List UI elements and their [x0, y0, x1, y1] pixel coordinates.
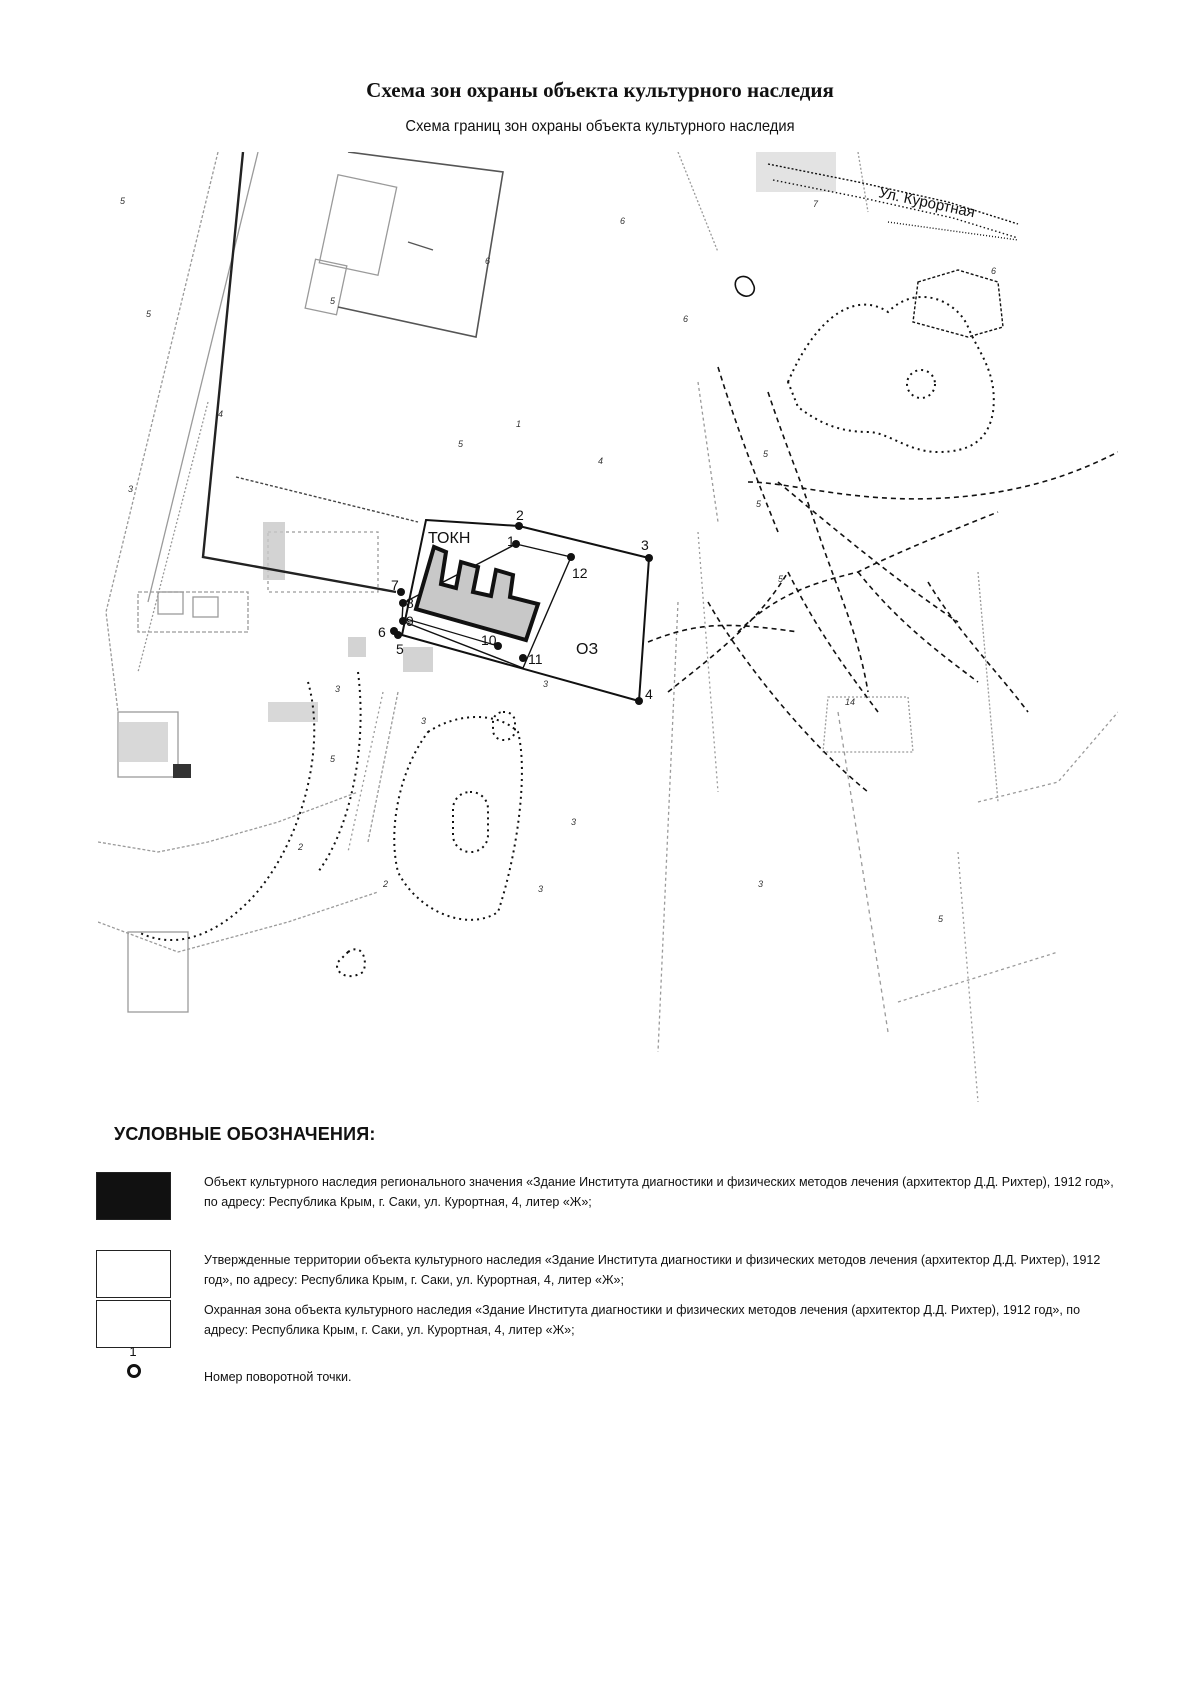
point-9 — [399, 617, 407, 625]
cadastral-base-layer — [98, 152, 1118, 1103]
page-title: Схема зон охраны объекта культурного нас… — [366, 78, 834, 102]
park-loop — [137, 295, 995, 978]
cadastral-number: 5 — [146, 309, 152, 319]
zone-label-tokn: ТОКН — [428, 530, 470, 547]
cadastral-number: 3 — [128, 484, 133, 494]
point-label: 3 — [641, 537, 649, 553]
legend-heading: УСЛОВНЫЕ ОБОЗНАЧЕНИЯ: — [114, 1124, 376, 1144]
cadastral-number: 3 — [571, 817, 576, 827]
point-3 — [645, 554, 653, 562]
cadastral-number: 7 — [813, 199, 819, 209]
western-boundary — [201, 152, 397, 594]
turning-points — [390, 522, 653, 705]
cadastral-number: 3 — [538, 884, 543, 894]
cadastral-number: 1 — [516, 419, 521, 429]
cadastral-number: 3 — [543, 679, 548, 689]
legend-text: Номер поворотной точки. — [204, 1370, 352, 1384]
kurortnaya-street — [767, 163, 1019, 241]
point-label: 4 — [645, 686, 653, 702]
legend-text: Объект культурного наследия региональног… — [204, 1175, 1114, 1209]
legend-point-number: 1 — [129, 1344, 137, 1359]
security-zone-oz — [400, 518, 651, 703]
cadastral-number: 5 — [458, 439, 464, 449]
point-11 — [519, 654, 527, 662]
cadastral-number: 6 — [485, 256, 490, 266]
point-12 — [567, 553, 575, 561]
cadastral-number: 5 — [330, 754, 336, 764]
cadastral-number: 5 — [756, 499, 762, 509]
point-label: 2 — [516, 507, 524, 523]
legend-point-symbol: 1 — [118, 1344, 148, 1378]
point-10 — [494, 642, 502, 650]
point-label: 7 — [391, 577, 399, 593]
legend-text: Охранная зона объекта культурного наслед… — [204, 1303, 1081, 1337]
cadastral-number: 2 — [382, 879, 388, 889]
cadastral-number: 14 — [845, 697, 855, 707]
turning-point-labels: 1 2 3 4 5 6 7 8 9 10 11 12 — [378, 507, 653, 702]
point-label: 11 — [528, 651, 543, 667]
cadastral-number: 6 — [683, 314, 688, 324]
cadastral-number: 5 — [330, 296, 336, 306]
turning-point-icon — [127, 1364, 141, 1378]
monument-building — [413, 544, 541, 643]
point-8 — [399, 599, 407, 607]
cadastral-number: 6 — [991, 266, 996, 276]
legend-swatch-dark — [96, 1172, 171, 1220]
point-7 — [397, 588, 405, 596]
cadastral-number: 3 — [335, 684, 340, 694]
building-ne — [912, 269, 1004, 338]
cadastral-number: 5 — [120, 196, 126, 206]
point-label: 1 — [507, 533, 515, 549]
point-1 — [512, 540, 520, 548]
shaded-areas — [118, 152, 836, 778]
point-label: 10 — [481, 632, 497, 648]
park-paths — [647, 366, 1118, 793]
legend-swatch-light — [96, 1300, 171, 1348]
legend-text: Утвержденные территории объекта культурн… — [204, 1253, 1101, 1287]
point-label: 12 — [572, 565, 588, 581]
cadastral-numbers: 5 5 6 6 6 7 5 4 4 5 5 3 3 3 2 2 3 3 3 5 … — [120, 196, 996, 924]
point-4 — [635, 697, 643, 705]
cadastral-number: 5 — [938, 914, 944, 924]
point-2 — [515, 522, 523, 530]
point-label: 5 — [396, 641, 404, 657]
site-map: Ул. Курортная — [98, 152, 1118, 1103]
cadastral-number: 4 — [218, 409, 223, 419]
point-label: 6 — [378, 624, 386, 640]
legend-swatch-light — [96, 1250, 171, 1298]
cadastral-number: 3 — [421, 716, 426, 726]
cadastral-number: 4 — [598, 456, 603, 466]
street-label: Ул. Курортная — [877, 184, 976, 221]
map-subtitle: Схема границ зон охраны объекта культурн… — [405, 118, 795, 135]
cadastral-number: 5 — [763, 449, 769, 459]
cadastral-number: 3 — [758, 879, 763, 889]
cadastral-number: 2 — [297, 842, 303, 852]
point-label: 9 — [406, 613, 414, 629]
zone-label-oz: ОЗ — [576, 641, 598, 658]
cadastral-number: 5 — [778, 574, 784, 584]
cadastral-number: 6 — [620, 216, 625, 226]
point-6 — [390, 627, 398, 635]
point-label: 8 — [406, 595, 414, 611]
